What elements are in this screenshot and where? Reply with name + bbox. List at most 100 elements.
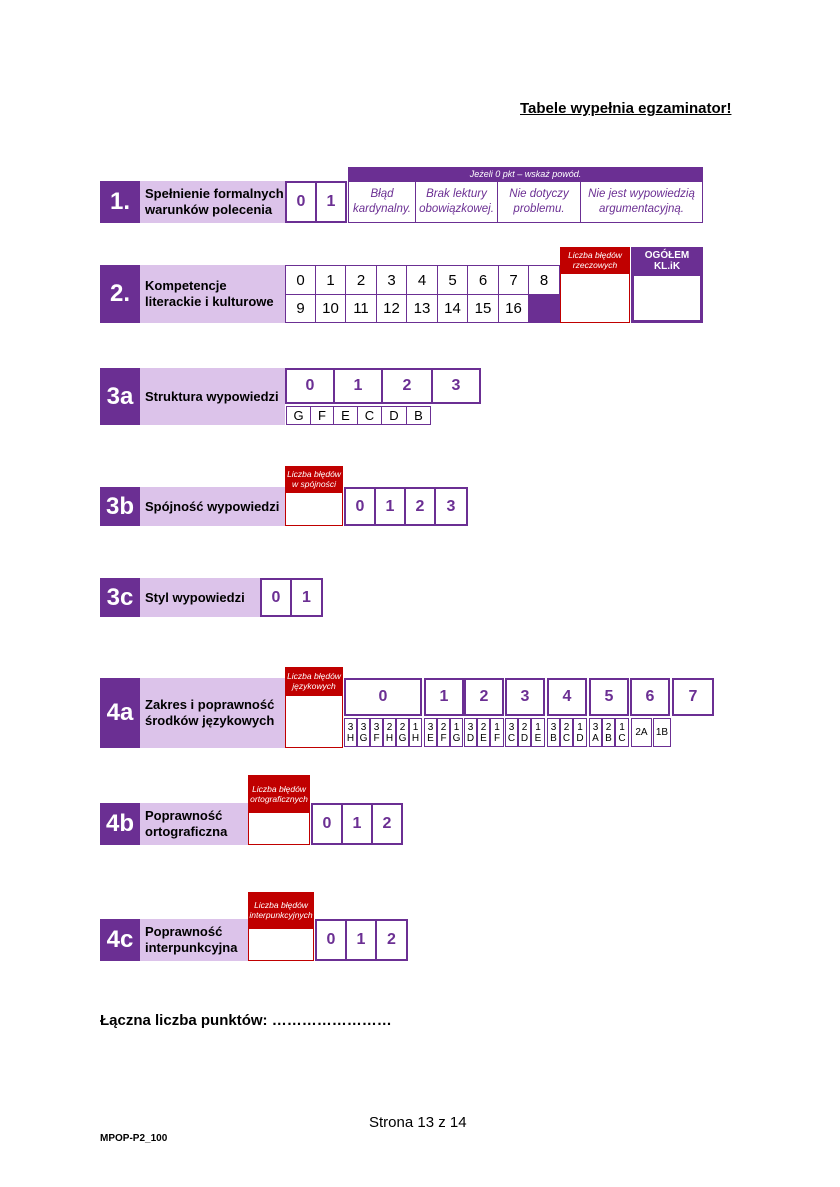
s4a-score-1[interactable]: 1 (424, 678, 464, 716)
s4a-subscore[interactable]: 2A (631, 718, 652, 747)
s4a-score-6[interactable]: 6 (630, 678, 670, 716)
s2-factual-errors-box[interactable] (560, 273, 630, 323)
s2-total-header: OGÓŁEM KL.iK (631, 247, 703, 273)
s4b-spelling-errors-header: Liczba błędów ortograficznych (248, 775, 310, 812)
s2-total-box[interactable] (631, 273, 703, 323)
s2-score[interactable]: 7 (498, 265, 529, 295)
section-1-number: 1. (100, 181, 140, 223)
s4a-language-errors-box[interactable] (285, 695, 343, 748)
s3a-score-2[interactable]: 2 (381, 368, 433, 404)
total-points-field[interactable]: …………………… (271, 1012, 392, 1029)
s4a-score-4[interactable]: 4 (547, 678, 587, 716)
section-4a-number: 4a (100, 678, 140, 748)
s4a-score-0[interactable]: 0 (344, 678, 422, 716)
s2-score[interactable]: 3 (376, 265, 407, 295)
s3a-subscore[interactable]: F (310, 406, 334, 425)
s3b-score-1[interactable]: 1 (374, 487, 406, 526)
s4b-score-2[interactable]: 2 (371, 803, 403, 845)
s1-reason-cardinal[interactable]: Błąd kardynalny. (348, 181, 416, 223)
section-4c-label: Poprawność interpunkcyjna (140, 919, 248, 961)
s4a-score-3[interactable]: 3 (505, 678, 545, 716)
section-3b-label: Spójność wypowiedzi (140, 487, 285, 526)
s2-score[interactable]: 15 (467, 294, 499, 323)
s2-score[interactable]: 16 (498, 294, 529, 323)
s4b-spelling-errors-box[interactable] (248, 812, 310, 845)
s4a-score-2[interactable]: 2 (464, 678, 504, 716)
s3b-score-3[interactable]: 3 (434, 487, 468, 526)
s2-score[interactable]: 9 (285, 294, 316, 323)
s2-score[interactable]: 5 (437, 265, 468, 295)
section-4b-label: Poprawność ortograficzna (140, 803, 248, 845)
s2-filler-cell (528, 294, 560, 323)
s2-score[interactable]: 12 (376, 294, 407, 323)
s4c-score-2[interactable]: 2 (375, 919, 408, 961)
s3c-score-0[interactable]: 0 (260, 578, 292, 617)
s3a-score-0[interactable]: 0 (285, 368, 335, 404)
section-3c-label: Styl wypowiedzi (140, 578, 260, 617)
page-instruction: Tabele wypełnia egzaminator! (520, 100, 732, 117)
s3a-score-3[interactable]: 3 (431, 368, 481, 404)
s3a-subscore[interactable]: E (333, 406, 358, 425)
s3b-coherence-errors-box[interactable] (285, 492, 343, 526)
s3a-subscore[interactable]: D (381, 406, 407, 425)
s4a-score-5[interactable]: 5 (589, 678, 629, 716)
s3a-subscore[interactable]: C (357, 406, 382, 425)
s2-score[interactable]: 0 (285, 265, 316, 295)
s1-reason-off-topic[interactable]: Nie dotyczy problemu. (497, 181, 581, 223)
s2-factual-errors-header: Liczba błędów rzeczowych (560, 247, 630, 273)
s4c-punctuation-errors-header: Liczba błędów interpunkcyjnych (248, 892, 314, 928)
s3a-subscore[interactable]: B (406, 406, 431, 425)
s2-score[interactable]: 13 (406, 294, 438, 323)
s3a-subscore[interactable]: G (286, 406, 311, 425)
s3b-score-2[interactable]: 2 (404, 487, 436, 526)
s1-score-1[interactable]: 1 (315, 181, 347, 223)
s1-reason-not-argumentative[interactable]: Nie jest wypowiedzią argumentacyjną. (580, 181, 703, 223)
s2-score[interactable]: 2 (345, 265, 377, 295)
s4b-score-0[interactable]: 0 (311, 803, 343, 845)
s2-score[interactable]: 1 (315, 265, 346, 295)
s2-score[interactable]: 10 (315, 294, 346, 323)
section-2-label: Kompetencje literackie i kulturowe (140, 265, 285, 323)
s2-score[interactable]: 4 (406, 265, 438, 295)
s4c-score-0[interactable]: 0 (315, 919, 347, 961)
section-1-label: Spełnienie formalnych warunków polecenia (140, 181, 285, 223)
s3b-score-0[interactable]: 0 (344, 487, 376, 526)
s2-score[interactable]: 11 (345, 294, 377, 323)
s4c-punctuation-errors-box[interactable] (248, 928, 314, 961)
s4a-score-7[interactable]: 7 (672, 678, 714, 716)
s4a-subscore[interactable]: 1B (653, 718, 671, 747)
s2-score[interactable]: 8 (528, 265, 560, 295)
s4c-score-1[interactable]: 1 (345, 919, 377, 961)
total-points-line: Łączna liczba punktów: …………………… (100, 1012, 392, 1029)
s2-score[interactable]: 6 (467, 265, 499, 295)
page-number: Strona 13 z 14 (369, 1114, 467, 1131)
s3c-score-1[interactable]: 1 (290, 578, 323, 617)
s1-reason-no-reading[interactable]: Brak lektury obowiązkowej. (415, 181, 498, 223)
s3a-score-1[interactable]: 1 (333, 368, 383, 404)
s2-score[interactable]: 14 (437, 294, 468, 323)
s1-score-0[interactable]: 0 (285, 181, 317, 223)
s4b-score-1[interactable]: 1 (341, 803, 373, 845)
total-points-label: Łączna liczba punktów: (100, 1012, 268, 1029)
